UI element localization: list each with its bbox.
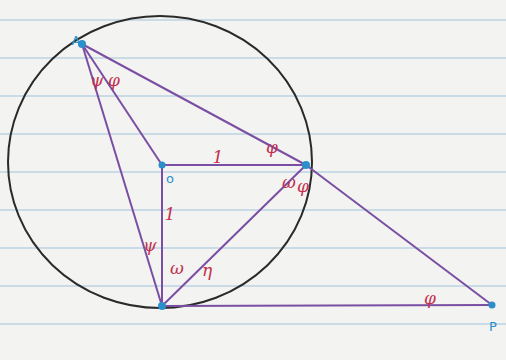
segments — [82, 44, 492, 306]
angle-label: 1 — [165, 206, 176, 223]
angle-label: ω — [170, 260, 184, 277]
angle-label: ω — [282, 174, 296, 191]
point-label: P — [489, 320, 497, 333]
angle-label: ψ — [90, 72, 103, 89]
angle-label: φ — [266, 139, 278, 156]
circle — [8, 16, 312, 308]
angle-label: φ — [108, 72, 120, 89]
angle-label: ψ — [143, 237, 156, 254]
point-label: o — [166, 172, 174, 185]
angle-label: 1 — [213, 149, 224, 166]
point-label: A — [72, 34, 81, 47]
angle-label: φ — [424, 290, 436, 307]
points — [78, 40, 496, 310]
angle-label: η — [202, 262, 212, 279]
angle-label: φ — [297, 178, 309, 195]
